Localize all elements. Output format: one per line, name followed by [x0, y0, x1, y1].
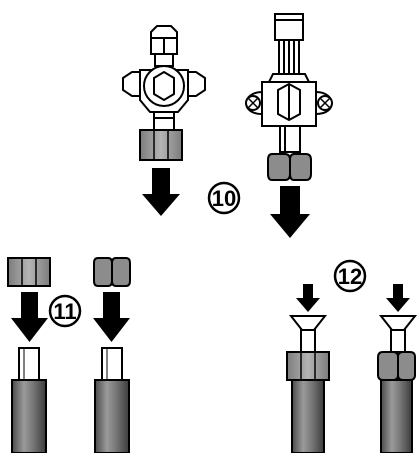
svg-text:11: 11 [53, 299, 76, 324]
down-arrow-icon [142, 168, 180, 216]
flare-nut-icon [93, 257, 131, 287]
down-arrow-icon [386, 284, 410, 312]
flare-nut-icon [286, 351, 330, 381]
flare-nut-icon [7, 257, 51, 287]
pipe-icon [94, 347, 130, 453]
flare-nut-icon [267, 153, 312, 181]
step-11-label: 11 [48, 294, 82, 328]
down-arrow-icon [93, 292, 130, 342]
down-arrow-icon [11, 292, 48, 342]
flaring-cone-icon [378, 315, 417, 353]
down-arrow-icon [296, 284, 320, 312]
svg-text:12: 12 [338, 264, 362, 289]
flaring-cone-icon [288, 315, 328, 353]
svg-text:10: 10 [212, 186, 236, 211]
step-12-label: 12 [333, 259, 367, 293]
valve-icon [122, 25, 206, 131]
step-10-label: 10 [207, 181, 241, 215]
pipe-icon [11, 347, 47, 453]
down-arrow-icon [270, 186, 310, 238]
service-valve-icon [245, 13, 333, 153]
pipe-icon [291, 379, 325, 453]
pipe-icon [380, 379, 413, 453]
flare-nut-icon [139, 129, 183, 161]
flare-nut-icon [377, 351, 416, 381]
